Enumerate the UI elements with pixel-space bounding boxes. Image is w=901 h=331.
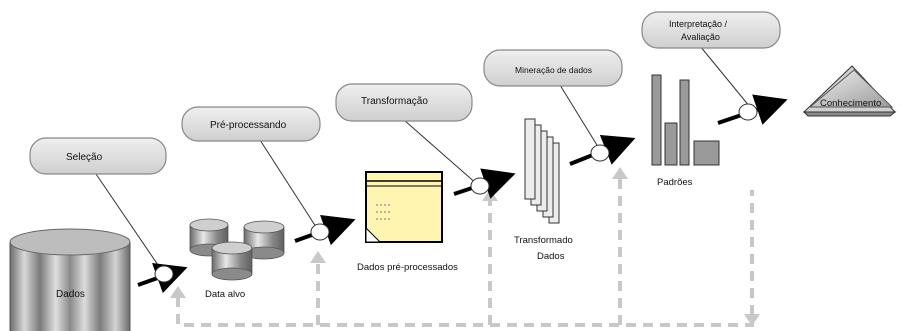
preprocessed-data-label: Dados pré-processados <box>357 262 458 273</box>
mineracao-stage-label: Mineração de dados <box>515 65 592 75</box>
interpretacao-stage-bubble <box>641 11 781 49</box>
selecao-stage-label: Seleção <box>66 152 103 163</box>
interpretacao-stage-label-line2: Avaliação <box>681 32 720 42</box>
preprocessed-data-note-icon <box>365 171 443 243</box>
knowledge-pyramid-icon <box>802 65 897 117</box>
data-alvo-database-icon <box>189 218 285 281</box>
interpretacao-stage-label-line1: Interpretação / <box>669 19 728 29</box>
transformed-label-line1: Transformado <box>514 235 573 246</box>
knowledge-label: Conhecimento <box>820 98 881 109</box>
dados-database-icon <box>9 228 131 331</box>
selecao-stage-bubble <box>29 137 167 175</box>
dados-label: Dados <box>56 289 85 300</box>
preprocessando-stage-label: Pré-processando <box>210 120 287 131</box>
transformacao-stage-bubble <box>335 83 473 122</box>
transformacao-stage-label: Transformação <box>361 96 428 107</box>
transformed-data-stack-icon <box>524 118 560 224</box>
stage-connector-circles <box>154 103 758 283</box>
mineracao-stage-bubble <box>483 49 623 87</box>
feedback-loop <box>176 178 754 327</box>
preprocessando-stage-bubble <box>181 106 321 142</box>
data-alvo-label: Data alvo <box>205 289 245 300</box>
patterns-label: Padrões <box>657 177 693 188</box>
patterns-bars-icon <box>651 74 720 166</box>
transformed-label-line2: Dados <box>537 251 565 262</box>
